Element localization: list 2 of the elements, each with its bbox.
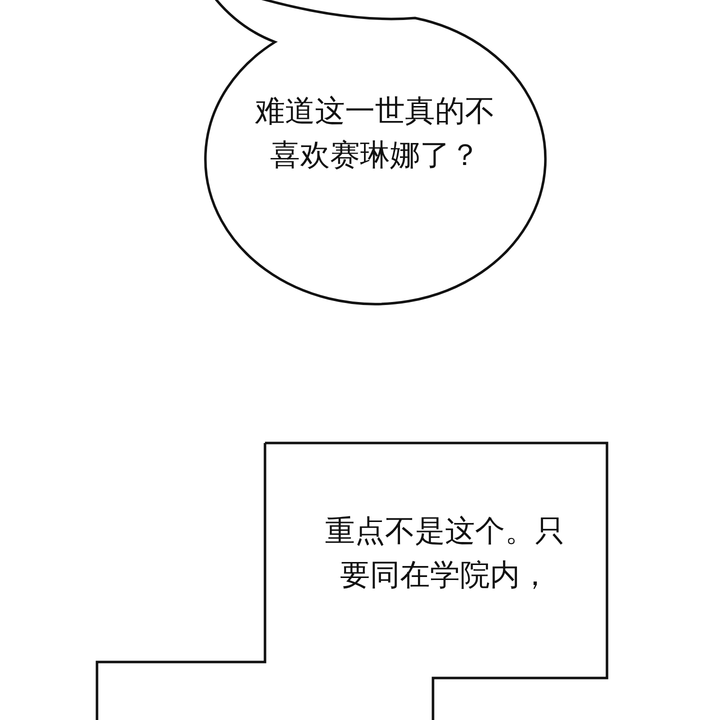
narration-text: 重点不是这个。只要同在学院内， [324,513,566,595]
dialogue-text: 难道这一世真的不喜欢赛琳娜了？ [254,93,496,175]
